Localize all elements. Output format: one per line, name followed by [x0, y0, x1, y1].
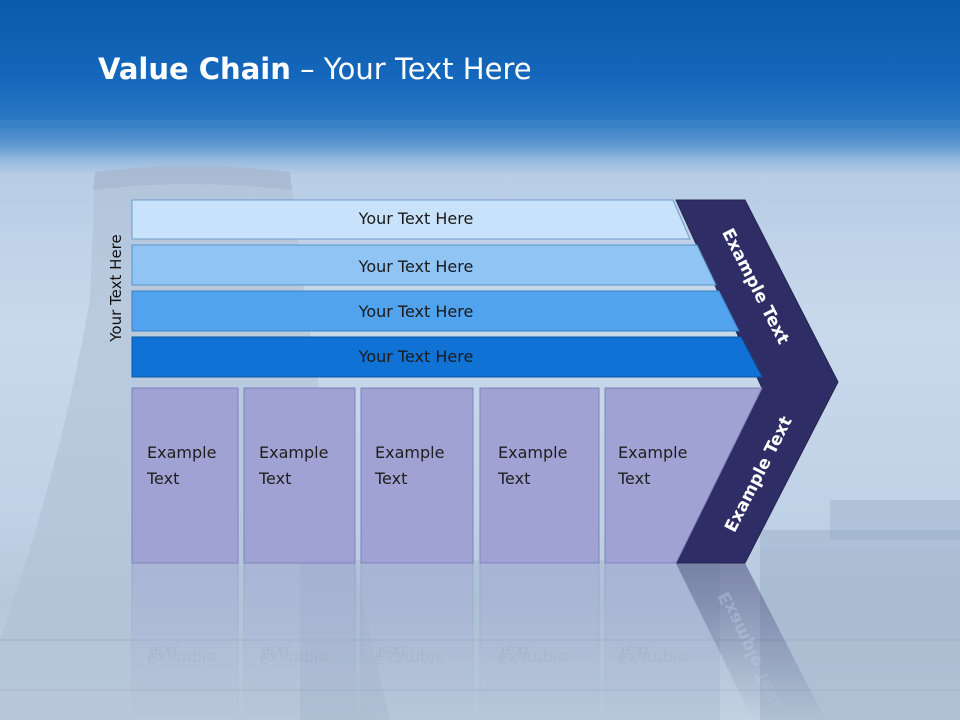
bar-1-label: Your Text Here [358, 209, 474, 228]
column-reflection-text: Example [147, 649, 216, 668]
column-1-line1: Example [147, 443, 216, 462]
bar-3-label: Your Text Here [358, 302, 474, 321]
bar-1 [131, 199, 691, 240]
column-2-line2: Text [258, 469, 291, 488]
column-3 [360, 387, 474, 564]
column-5 [604, 387, 763, 564]
column-1 [131, 387, 239, 564]
column-reflection-text: Text [258, 642, 291, 661]
column-reflection-text: Example [498, 649, 567, 668]
column-3-line2: Text [374, 469, 407, 488]
cooling-tower-top-shape [93, 166, 292, 190]
column-reflection [479, 562, 600, 720]
title-rest-part: – Your Text Here [290, 52, 532, 86]
column-reflection-text: Example [259, 649, 328, 668]
column-reflection-text: Text [374, 642, 407, 661]
bar-4 [131, 336, 763, 378]
bar-3 [131, 290, 740, 332]
column-4-line2: Text [497, 469, 530, 488]
column-4 [479, 387, 600, 564]
column-reflection-text: Example [375, 649, 444, 668]
column-reflection [360, 562, 474, 720]
column-4-line1: Example [498, 443, 567, 462]
bar-2 [131, 244, 717, 286]
column-reflection-text: Example [618, 649, 687, 668]
column-3-line1: Example [375, 443, 444, 462]
column-1-line2: Text [146, 469, 179, 488]
page-title: Value Chain – Your Text Here [98, 52, 532, 86]
column-2-line1: Example [259, 443, 328, 462]
reflection-group: Example Text Example Text Example Text E… [131, 562, 826, 720]
column-reflection-text: Text [617, 642, 650, 661]
column-reflection [243, 562, 356, 720]
column-reflection-text: Text [497, 642, 530, 661]
reflection-shapes [131, 562, 826, 720]
chevron-reflection [676, 563, 826, 720]
column-reflection [131, 562, 239, 720]
column-5-line2: Text [617, 469, 650, 488]
bar-2-label: Your Text Here [358, 257, 474, 276]
bar-4-label: Your Text Here [358, 347, 474, 366]
header-band-fade [0, 120, 960, 160]
title-bold-part: Value Chain [98, 52, 291, 86]
column-reflection-text: Text [146, 642, 179, 661]
column-2 [243, 387, 356, 564]
plant-building-shape [830, 500, 960, 540]
header-band [0, 0, 960, 128]
column-5-line1: Example [618, 443, 687, 462]
